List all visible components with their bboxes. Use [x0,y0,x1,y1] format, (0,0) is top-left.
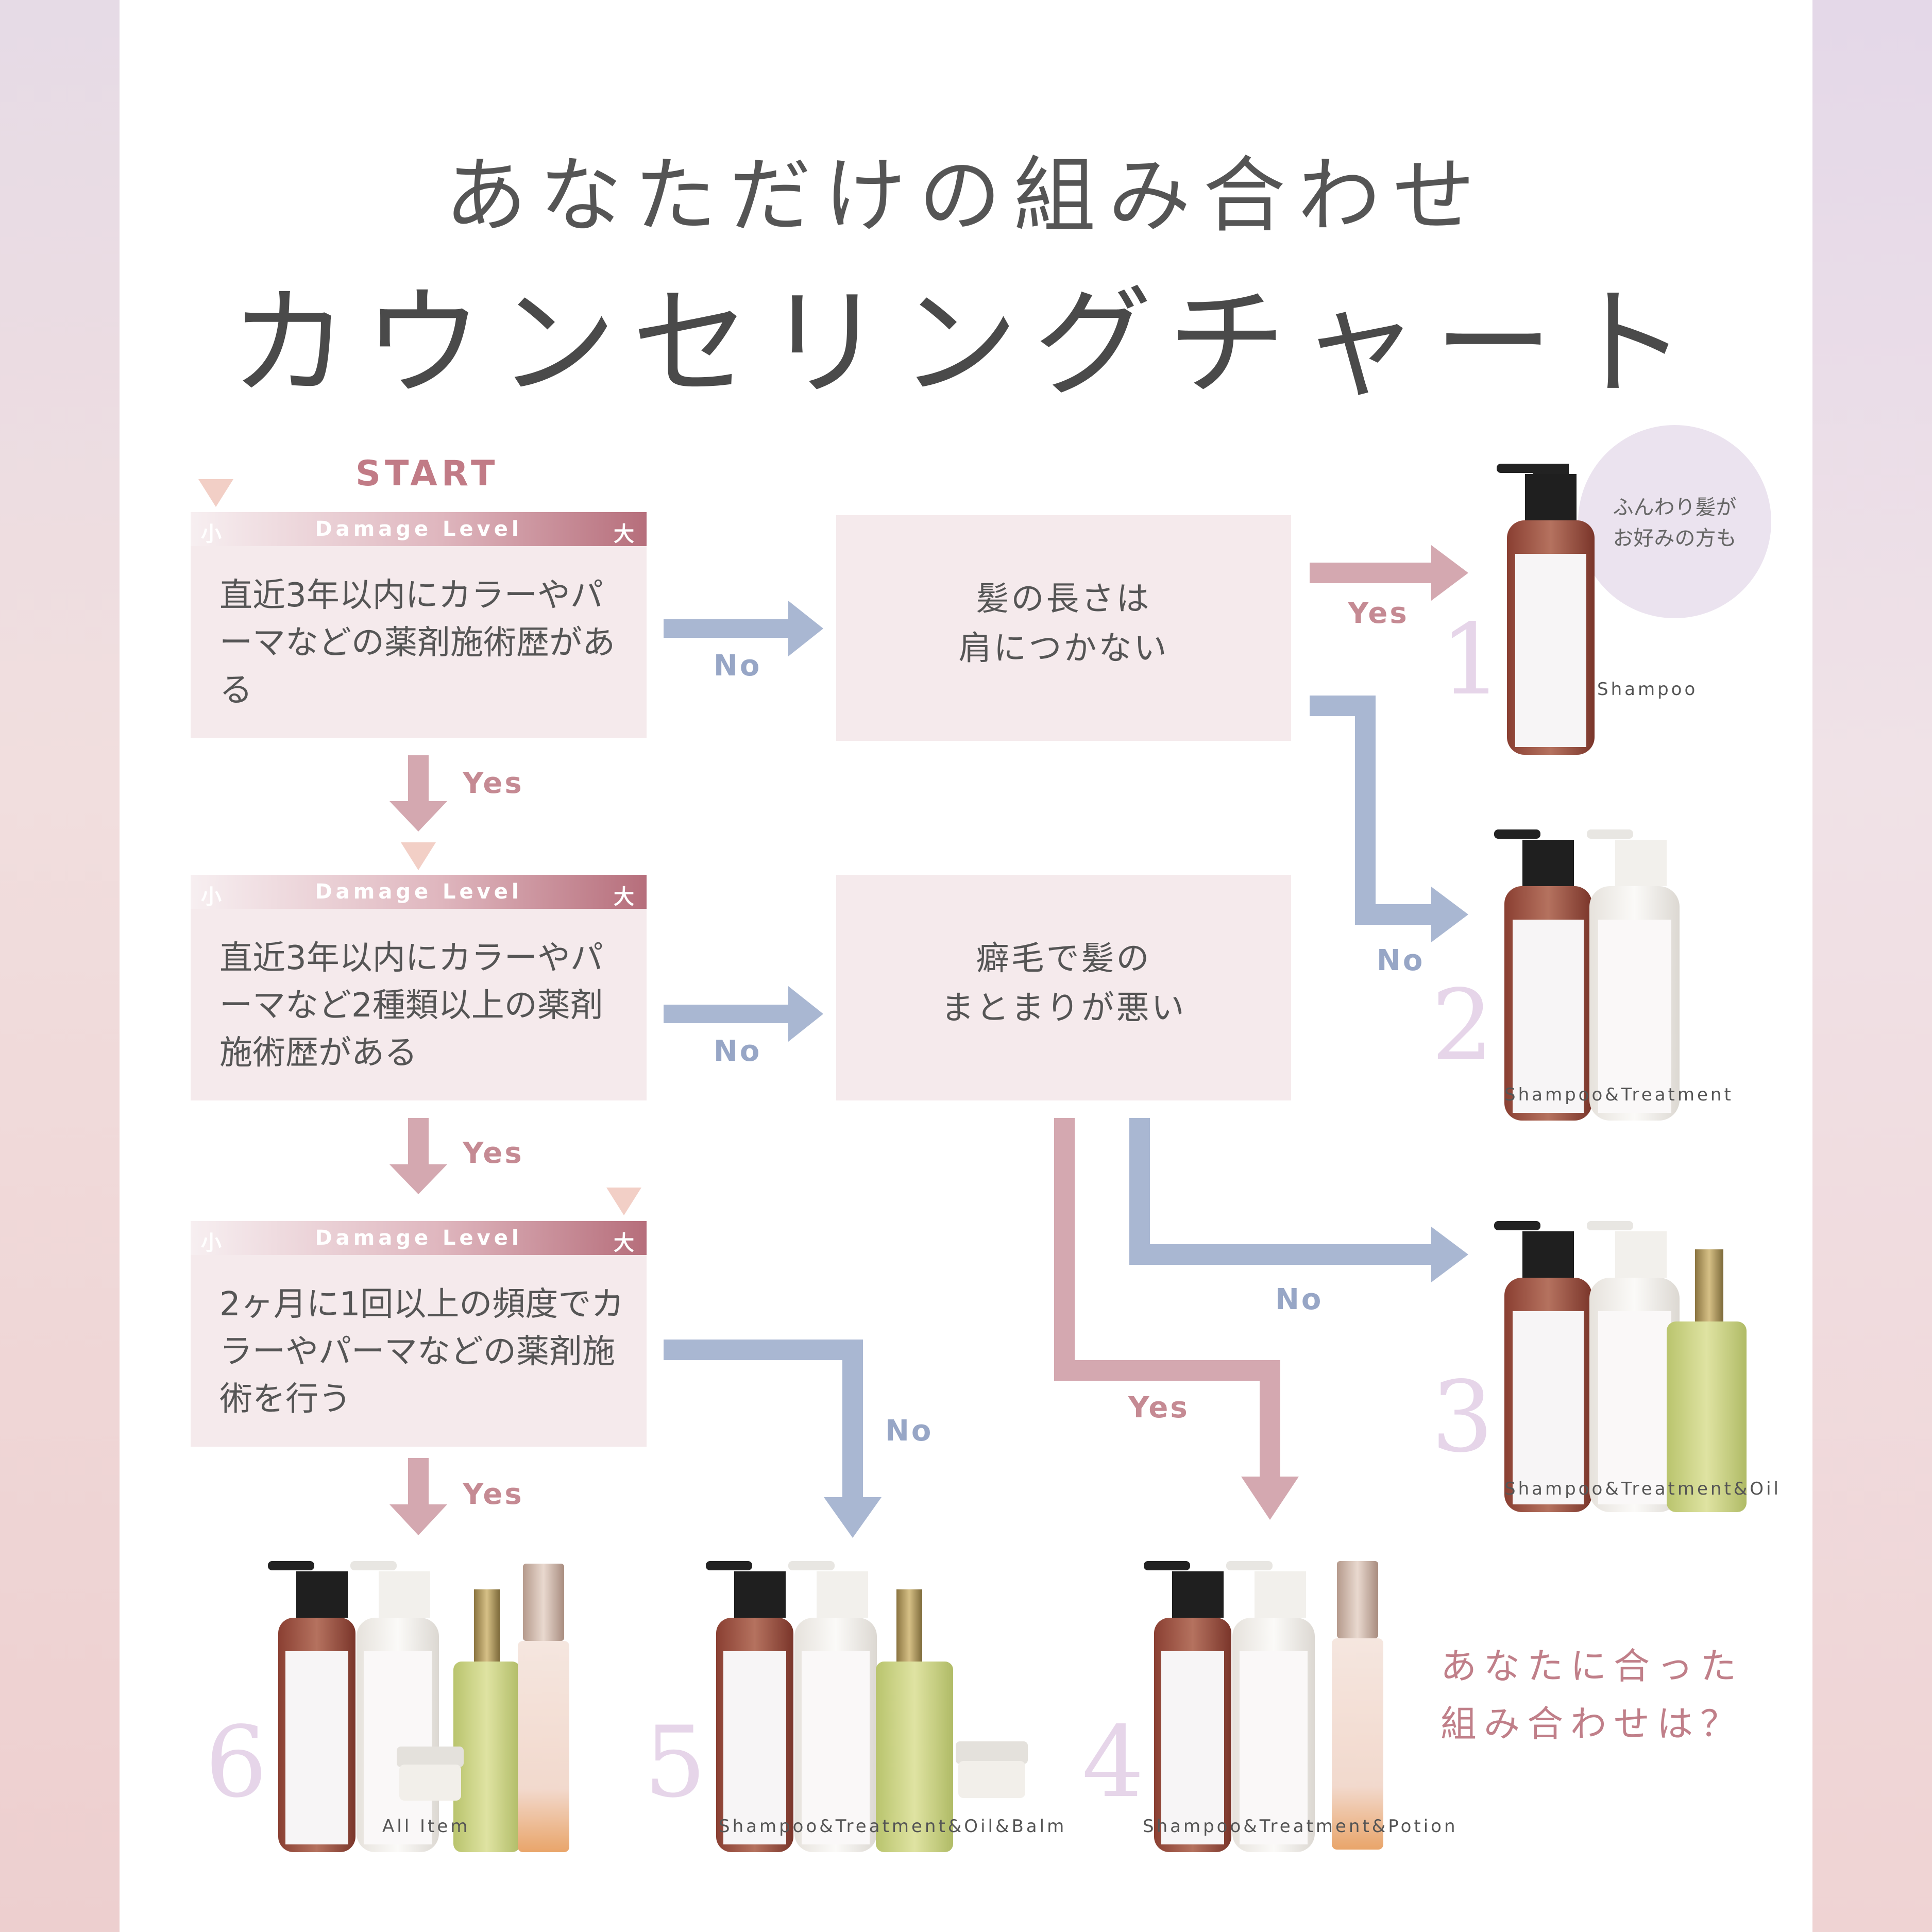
condition-box-1: 髪の長さは 肩につかない [836,515,1291,741]
question-text-2: 直近3年以内にカラーやパーマなど2種類以上の薬剤施術歴がある [219,939,603,1072]
treatment-bottle [1587,1221,1680,1512]
arrowhead [1431,887,1468,942]
arrowhead [824,1497,882,1538]
arrowhead [788,601,823,656]
balm-jar [956,1741,1028,1798]
label-no: No [1377,944,1425,977]
damage-marker-mid [401,842,436,870]
potion-bottle [518,1564,569,1852]
damage-level-label: Damage Level [315,517,522,541]
bubble-line1: ふんわり髪が [1613,496,1737,519]
result-number-6: 6 [205,1705,267,1819]
damage-marker-low [198,479,233,507]
chart-title: カウンセリングチャート [230,275,1702,413]
shampoo-bottle [268,1561,355,1852]
balm-jar [397,1747,464,1801]
oil-bottle [876,1589,953,1852]
shampoo-bottle [1494,829,1592,1121]
question-box-1: 直近3年以内にカラーやパーマなどの薬剤施術歴がある [191,546,647,738]
condition-box-2: 癖毛で髪の まとまりが悪い [836,875,1291,1100]
question-text-1: 直近3年以内にカラーやパーマなどの薬剤施術歴がある [219,577,615,709]
label-yes: Yes [1348,597,1409,630]
result-label-2: Shampoo&Treatment [1504,1084,1734,1105]
damage-level-label: Damage Level [315,1226,522,1250]
closing-line2: 組み合わせは？ [1440,1703,1743,1745]
damage-small-label: 小 [201,1231,222,1255]
oil-bottle [453,1589,520,1852]
damage-small-label: 小 [201,522,222,546]
background-left [0,0,120,1932]
result-number-1: 1 [1440,603,1502,717]
closing-message: あなたに合った 組み合わせは？ [1437,1637,1747,1753]
result-label-6: All Item [382,1816,470,1837]
result-label-1: Shampoo [1597,679,1698,700]
arrow-q3-no [664,1340,863,1499]
shampoo-bottle [706,1561,793,1852]
shampoo-bottle [1497,464,1595,755]
result-label-3: Shampoo&Treatment&Oil [1504,1479,1781,1499]
recommendation-bubble: ふんわり髪が お好みの方も [1578,425,1771,618]
condition-2-line1: 癖毛で髪の [976,940,1151,978]
start-label: START [355,453,499,494]
arrowhead [389,801,447,832]
arrow-c2-no [1129,1118,1435,1265]
arrow-c2-yes [1054,1118,1280,1479]
treatment-bottle [350,1561,439,1852]
condition-1-line2: 肩につかない [958,630,1169,668]
arrowhead [1241,1477,1299,1520]
damage-level-bar: 小 Damage Level 大 [191,1221,647,1255]
label-yes: Yes [463,1137,524,1170]
condition-1-line1: 髪の長さは [976,580,1151,618]
label-no: No [1275,1283,1324,1316]
damage-large-label: 大 [614,522,634,546]
treatment-bottle [1226,1561,1315,1852]
potion-bottle [1332,1561,1383,1850]
background-right [1812,0,1932,1932]
arrowhead [1431,1227,1468,1282]
damage-large-label: 大 [614,1231,634,1255]
damage-small-label: 小 [201,885,222,909]
damage-level-bar: 小 Damage Level 大 [191,875,647,909]
label-no: No [714,649,762,683]
label-yes: Yes [463,767,524,800]
label-no: No [714,1035,762,1068]
bubble-line2: お好みの方も [1613,527,1737,550]
result-label-5: Shampoo&Treatment&Oil&Balm [719,1816,1067,1837]
condition-2-line2: まとまりが悪い [941,989,1187,1027]
result-number-4: 4 [1082,1705,1144,1819]
arrowhead [788,986,823,1042]
treatment-bottle [1587,829,1680,1121]
treatment-bottle [788,1561,877,1852]
oil-bottle [1667,1249,1747,1512]
damage-large-label: 大 [614,885,634,909]
damage-level-bar: 小 Damage Level 大 [191,512,647,546]
result-number-3: 3 [1431,1360,1494,1474]
label-no: No [885,1414,934,1448]
question-text-3: 2ヶ月に1回以上の頻度でカラーやパーマなどの薬剤施術を行う [219,1285,624,1418]
chart-subtitle: あなただけの組み合わせ [444,147,1487,244]
arrowhead [389,1504,447,1535]
question-box-3: 2ヶ月に1回以上の頻度でカラーやパーマなどの薬剤施術を行う [191,1255,647,1447]
result-number-5: 5 [644,1705,706,1819]
result-label-4: Shampoo&Treatment&Potion [1143,1816,1458,1837]
arrowhead [389,1164,447,1194]
label-yes: Yes [463,1478,524,1511]
closing-line1: あなたに合った [1440,1645,1743,1687]
result-number-2: 2 [1431,969,1494,1082]
shampoo-bottle [1494,1221,1592,1512]
damage-level-label: Damage Level [315,880,522,904]
question-box-2: 直近3年以内にカラーやパーマなど2種類以上の薬剤施術歴がある [191,909,647,1100]
arrow-c1-no [1310,696,1435,925]
damage-marker-high [606,1188,641,1215]
label-yes: Yes [1128,1391,1190,1425]
shampoo-bottle [1144,1561,1231,1852]
arrowhead [1431,545,1468,601]
